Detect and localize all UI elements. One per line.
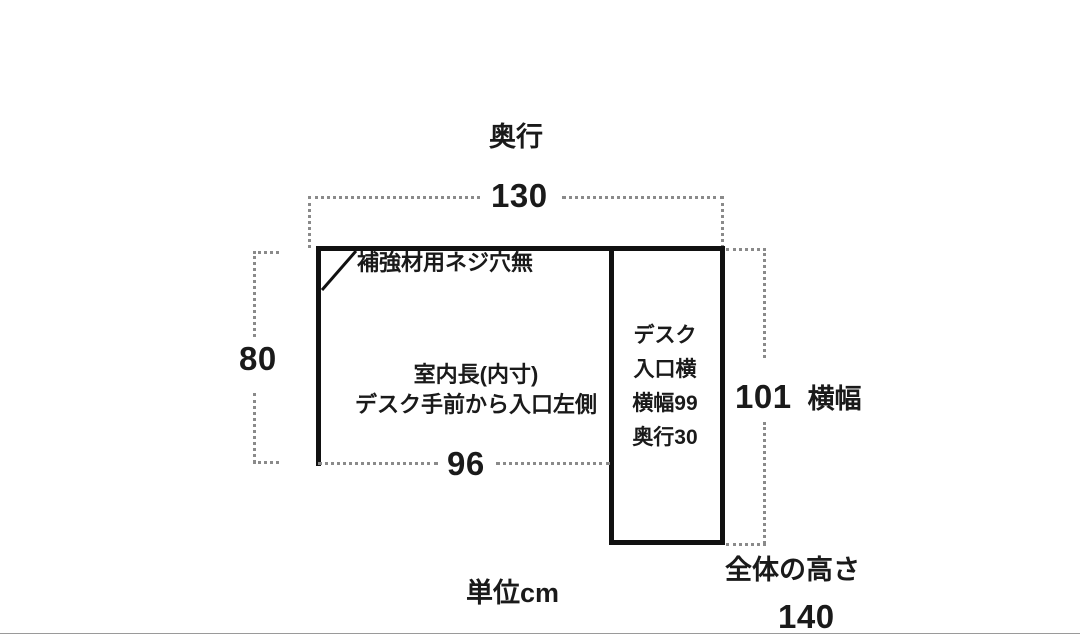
- left-dimension-tick-top: [253, 251, 279, 254]
- left-dimension-line-lower: [253, 393, 256, 463]
- room-inner-range-label: デスク手前から入口左側: [354, 392, 597, 417]
- depth-dimension-value: 130: [491, 177, 548, 214]
- desk-left-wall: [609, 246, 614, 545]
- desk-width-label: 横幅99: [632, 392, 698, 415]
- room-inner-text-group: 室内長(内寸) デスク手前から入口左側: [336, 364, 616, 416]
- width-dimension-line-upper: [763, 248, 766, 358]
- depth-dimension-tick-right: [721, 196, 724, 248]
- depth-dimension-line-left: [308, 196, 480, 199]
- room-left-wall: [316, 246, 321, 466]
- left-dimension-line-upper: [253, 251, 256, 337]
- desk-right-wall: [720, 246, 725, 545]
- total-height-label: 全体の高さ: [725, 555, 860, 585]
- width-dimension-group: 101 横幅: [735, 377, 862, 416]
- room-inner-length-label: 室内長(内寸): [413, 362, 539, 387]
- unit-note-label: 単位cm: [466, 578, 560, 608]
- desk-bottom-wall: [609, 540, 725, 545]
- depth-axis-label: 奥行: [489, 122, 543, 152]
- desk-depth-label: 奥行30: [632, 426, 698, 449]
- width-dimension-line-lower: [763, 422, 766, 544]
- reinforcement-note-label: 補強材用ネジ穴無: [357, 250, 534, 275]
- width-dimension-value: 101: [735, 378, 792, 415]
- width-dimension-tick-top: [726, 248, 766, 251]
- desk-label-line2: 入口横: [633, 358, 697, 381]
- inner-length-dimension-line-right: [496, 462, 610, 465]
- depth-dimension-tick-left: [308, 196, 311, 248]
- desk-text-group: デスク 入口横 横幅99 奥行30: [609, 325, 721, 448]
- reinforcement-diagonal-icon: [320, 250, 358, 291]
- total-height-value: 140: [778, 598, 835, 634]
- left-dimension-tick-bottom: [253, 461, 279, 464]
- left-dimension-value: 80: [239, 340, 277, 377]
- desk-label-line1: デスク: [633, 324, 697, 347]
- width-dimension-tick-bottom: [726, 543, 766, 546]
- room-top-wall: [316, 246, 725, 251]
- inner-length-dimension-line-left: [318, 462, 438, 465]
- inner-length-dimension-value: 96: [447, 445, 485, 482]
- depth-dimension-line-right: [562, 196, 724, 199]
- width-axis-label: 横幅: [807, 384, 862, 414]
